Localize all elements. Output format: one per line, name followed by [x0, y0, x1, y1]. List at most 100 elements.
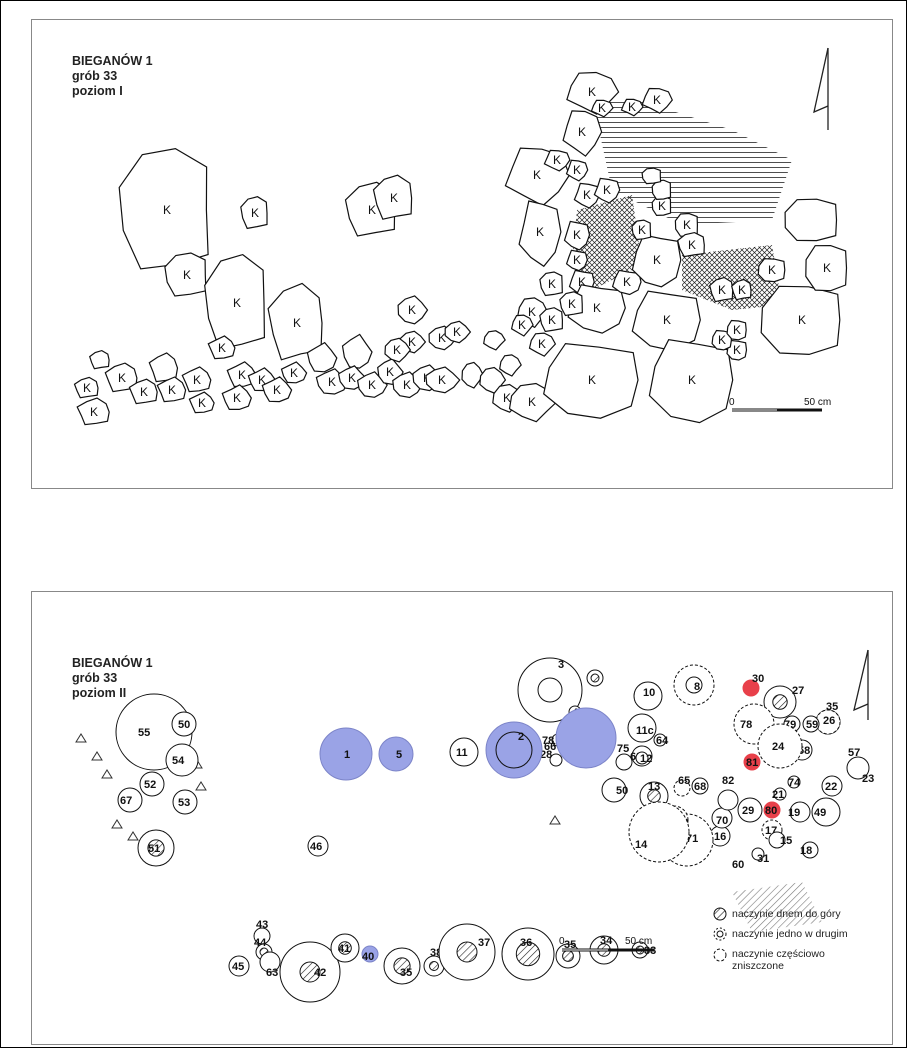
vessel-base-hatched	[772, 694, 788, 710]
vessel	[228, 955, 250, 977]
stone	[280, 361, 308, 384]
vessel-number: 30	[752, 673, 764, 685]
stone	[731, 278, 752, 301]
stone	[221, 384, 252, 410]
stone-label: K	[638, 223, 646, 237]
vessel-number: 3	[558, 659, 564, 671]
vessel-number: 11	[456, 747, 468, 759]
stone	[726, 319, 747, 341]
stone	[631, 219, 652, 241]
vessel-number: 54	[172, 755, 185, 767]
stone	[397, 295, 429, 325]
stone-label: K	[568, 297, 576, 311]
site-name: BIEGANÓW 1	[72, 54, 153, 68]
vessel	[307, 835, 329, 857]
stone-label: K	[538, 337, 546, 351]
stone-label: K	[453, 325, 461, 339]
hatched-area	[732, 882, 822, 932]
vessel-number: 16	[714, 831, 726, 843]
vessel	[773, 787, 787, 801]
plan-title: BIEGANÓW 1 grób 33 poziom I	[72, 54, 153, 99]
stone	[677, 231, 705, 258]
stone-label: K	[548, 277, 556, 291]
crosshatch-area	[572, 195, 642, 290]
scale-bar: 0 50 cm	[559, 936, 654, 952]
vessel	[171, 711, 197, 737]
vessel	[628, 801, 690, 863]
stone-label: K	[348, 371, 356, 385]
stone-label: K	[588, 373, 596, 387]
stone-label: K	[393, 343, 401, 357]
vessel	[751, 847, 765, 861]
vessel	[811, 797, 841, 827]
stone-label: K	[718, 333, 726, 347]
vessel-number: 37	[478, 937, 490, 949]
legend-item: naczynie jedno w drugim	[732, 928, 848, 940]
north-arrow-icon	[813, 47, 829, 130]
stone-label: K	[83, 381, 91, 395]
stone-label: K	[368, 203, 376, 217]
stone-label: K	[528, 395, 536, 409]
vessel	[789, 801, 811, 823]
stone	[226, 361, 257, 388]
stone	[444, 320, 472, 344]
vessel-base-hatched	[562, 950, 574, 962]
vessel-number: 27	[792, 685, 804, 697]
stone	[565, 159, 589, 182]
vessel	[555, 707, 617, 769]
stone	[372, 174, 413, 220]
stone-label: K	[573, 228, 581, 242]
stone-label: K	[593, 301, 601, 315]
grave-name: grób 33	[72, 69, 118, 83]
stone	[757, 258, 786, 283]
vessel	[821, 775, 843, 797]
stone	[648, 339, 734, 424]
stone-label: K	[403, 378, 411, 392]
vessel-number: 5	[396, 749, 402, 761]
stone-label: K	[198, 396, 206, 410]
vessel-base-hatched	[590, 673, 600, 683]
vessel	[743, 753, 761, 771]
vessel-number: 29	[742, 805, 754, 817]
stone-label: K	[658, 199, 666, 213]
vessel-number: 46	[310, 841, 322, 853]
vessel-number: 41	[338, 943, 350, 955]
stone	[593, 177, 621, 204]
vessel-number: 67	[120, 795, 132, 807]
vessel-base-hatched	[299, 961, 321, 983]
stone	[651, 179, 672, 201]
vessel-number: 81	[746, 757, 758, 769]
stone	[181, 366, 212, 393]
stone-label: K	[193, 373, 201, 387]
stone-label: K	[233, 296, 241, 310]
vessel	[259, 951, 281, 973]
vessel	[117, 787, 143, 813]
crosshatch-area	[682, 245, 782, 310]
vessel	[172, 789, 198, 815]
stone-label: K	[503, 391, 511, 405]
vessel-number: 63	[266, 967, 278, 979]
stone-label: K	[603, 183, 611, 197]
stone-label: K	[438, 373, 446, 387]
vessel-number: 36	[520, 937, 532, 949]
stone-label: K	[688, 373, 696, 387]
vessel-number: 53	[178, 797, 190, 809]
level-name: poziom I	[72, 84, 123, 98]
stone-label: K	[163, 203, 171, 217]
vessel-number: 49	[814, 807, 826, 819]
plan-title: BIEGANÓW 1 grób 33 poziom II	[72, 656, 153, 701]
stone	[543, 342, 639, 419]
vessel-number: 51	[148, 843, 160, 855]
stone	[563, 220, 591, 251]
vessel-base-hatched	[147, 839, 165, 857]
stone-label: K	[183, 268, 191, 282]
vessel-number: 65	[678, 775, 690, 787]
vessel	[633, 681, 663, 711]
vessel-number: 19	[788, 807, 800, 819]
vessel-number: 21	[772, 789, 784, 801]
stone-label: K	[628, 100, 636, 114]
stone-label: K	[738, 283, 746, 297]
